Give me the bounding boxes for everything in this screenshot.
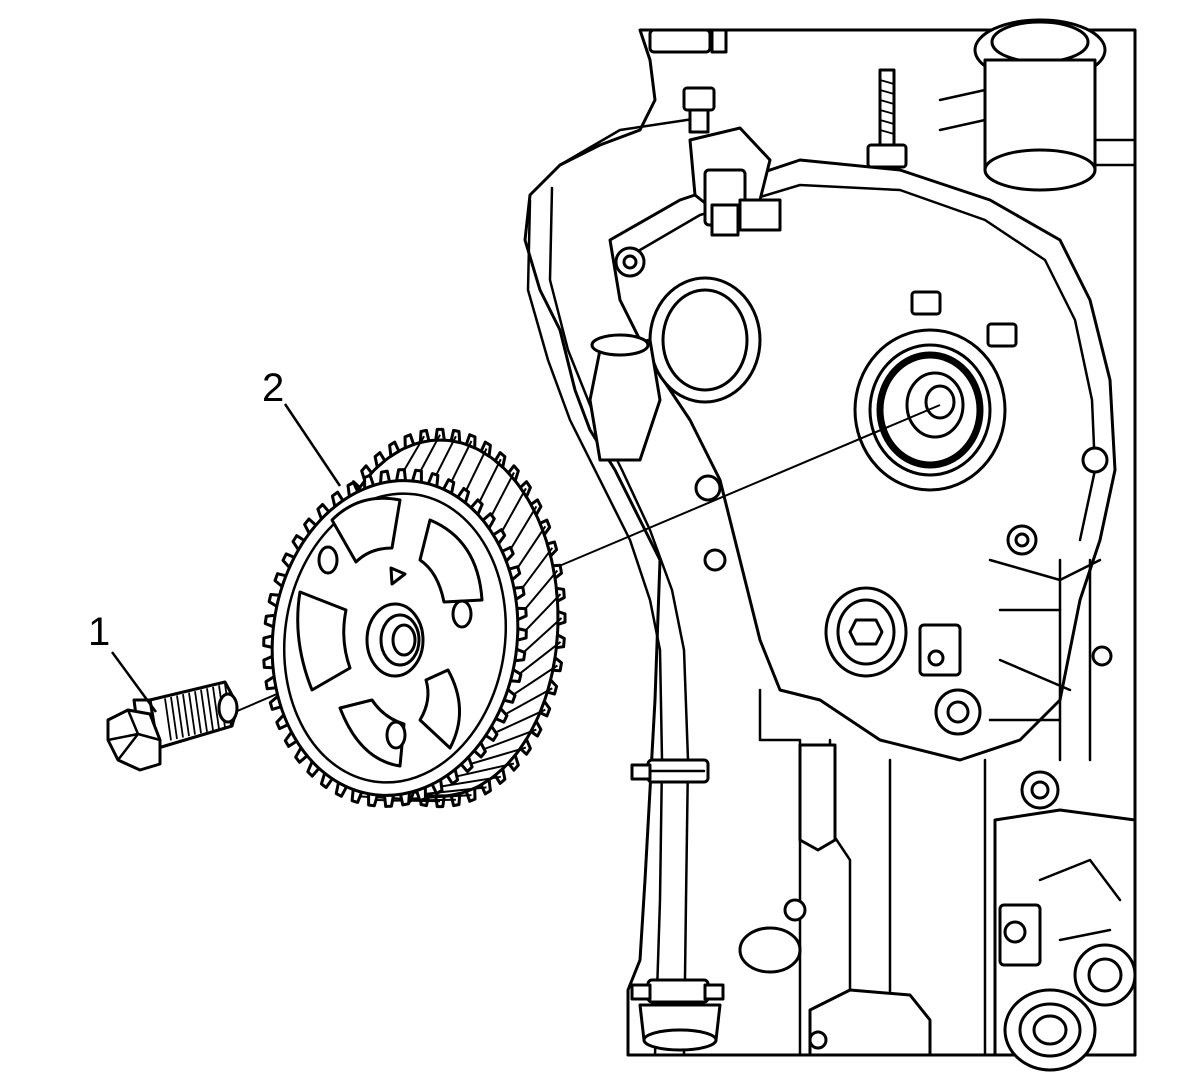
gear-rib <box>416 434 441 477</box>
gear-rib <box>519 617 563 657</box>
gear-rib <box>452 762 515 779</box>
bolt-thread <box>188 692 196 735</box>
callout-label-1: 1 <box>88 610 111 654</box>
gear-rib <box>421 786 487 796</box>
gear-rib <box>467 746 527 766</box>
gear-rib <box>521 593 562 635</box>
gear-tooth <box>529 719 543 738</box>
gear-rib <box>513 525 547 573</box>
gear-rib <box>488 472 515 521</box>
camshaft-sprocket <box>262 427 567 809</box>
bolt-thread <box>176 695 184 738</box>
callout-leader-lines <box>110 403 342 713</box>
gear-rib <box>405 794 472 800</box>
bolt-thread <box>170 696 178 740</box>
callout-label-2: 2 <box>262 366 285 410</box>
lower-accessory <box>993 770 1137 1072</box>
gear-rib <box>437 775 501 788</box>
engine-block <box>523 18 1137 1072</box>
gear-rib <box>448 440 473 487</box>
gear-rib <box>479 728 537 752</box>
gear-tooth <box>538 699 552 718</box>
gear-tooth <box>545 678 559 696</box>
gear-rib <box>476 458 502 507</box>
gear-rib <box>498 487 527 537</box>
gear-rib <box>515 641 562 678</box>
sprocket-bolt <box>106 680 239 772</box>
gear-rib <box>463 448 488 496</box>
top-bolts <box>648 28 908 169</box>
hose-clamps <box>630 758 725 1052</box>
filler-cap <box>938 18 1137 192</box>
bolt-thread <box>200 689 208 732</box>
gear-rib <box>509 664 558 698</box>
timing-mark-icon <box>389 566 407 586</box>
bolt-thread <box>164 698 172 741</box>
bolt-thread <box>194 691 202 734</box>
gear-rib <box>501 687 553 718</box>
gear-rib <box>433 435 457 481</box>
gear-rib <box>520 569 559 614</box>
gear-rib <box>507 505 538 554</box>
bolt-thread <box>206 688 214 731</box>
bolt-thread <box>212 686 220 730</box>
gear-tooth <box>373 451 387 469</box>
gear-rib <box>518 547 554 593</box>
gear-rib <box>491 708 546 736</box>
gear-tooth <box>403 433 416 450</box>
gear-tooth <box>388 440 401 458</box>
gear-tooth <box>554 633 566 650</box>
bolt-thread <box>182 693 190 737</box>
